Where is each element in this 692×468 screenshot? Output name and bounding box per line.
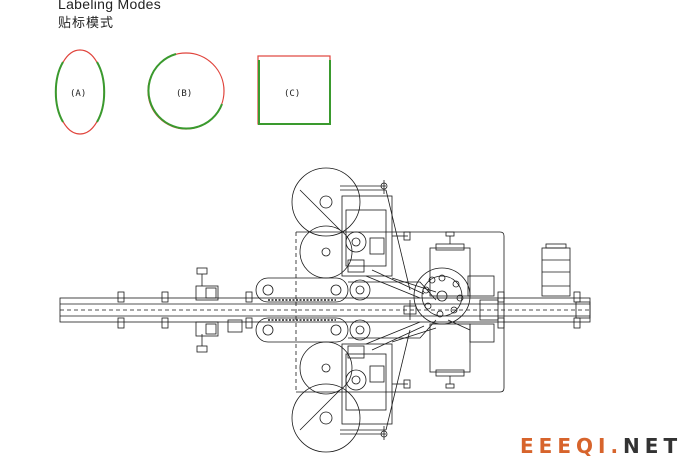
title-english: Labeling Modes (58, 0, 162, 12)
top-belt (255, 277, 437, 303)
label-wrap-strip (147, 53, 223, 130)
machine-frame (295, 231, 505, 393)
watermark-part-a: EEEQI (520, 434, 611, 458)
bottom-belt (255, 317, 437, 343)
conveyor (59, 297, 591, 323)
label-strip-sides (258, 60, 331, 125)
mode-a: (A) (54, 49, 106, 135)
bottom-labeling-head (291, 321, 425, 453)
guide-brackets (117, 291, 581, 329)
mode-a-label: (A) (70, 89, 86, 99)
label-strip-left (54, 61, 64, 123)
watermark-part-b: NET (623, 434, 683, 458)
top-labeling-head (291, 167, 425, 299)
adjust-knob-left (195, 267, 243, 353)
mode-b: (B) (147, 52, 225, 130)
site-watermark: EEEQI.NET (520, 434, 682, 458)
drive-motor (541, 243, 571, 297)
title-chinese: 贴标模式 (58, 16, 115, 31)
pneumatic-units (429, 231, 499, 389)
star-wheel (413, 267, 471, 325)
mode-c: (C) (257, 55, 331, 125)
mode-b-label: (B) (176, 89, 192, 99)
watermark-dot: . (610, 434, 624, 458)
linkage-arms (391, 277, 471, 343)
mode-c-label: (C) (284, 89, 300, 99)
labeling-machine-drawing (59, 167, 591, 453)
label-strip-right (96, 61, 106, 123)
